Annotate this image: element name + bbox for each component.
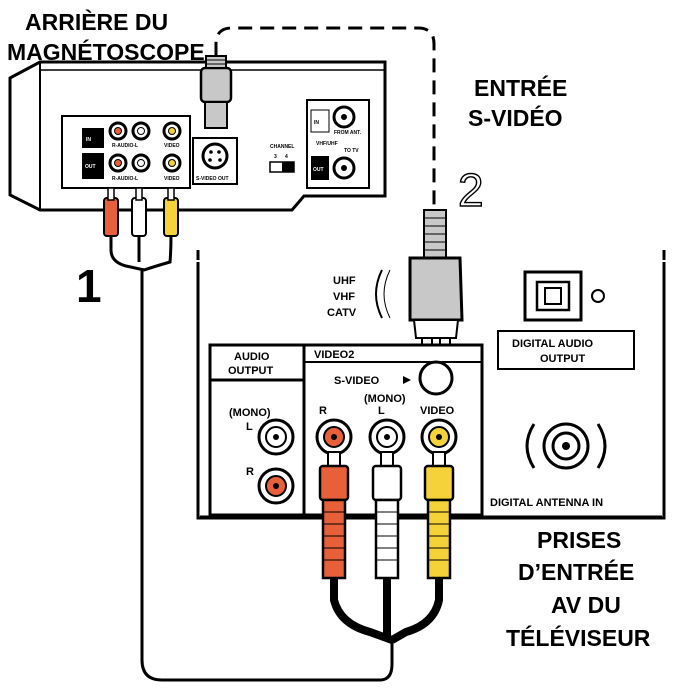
vcr-rear-title-1: ARRIÈRE DU bbox=[25, 8, 168, 35]
vcr-rf-in-label: IN bbox=[314, 120, 319, 126]
tv-inputs-title-4: TÉLÉVISEUR bbox=[506, 624, 651, 651]
vcr-from-ant-label: FROM ANT. bbox=[334, 130, 362, 136]
svideo-input-title-1: ENTRÉE bbox=[474, 74, 567, 101]
vcr-raudio-in-label: R-AUDIO-L bbox=[112, 143, 138, 149]
vcr-video-out-label: VIDEO bbox=[164, 176, 180, 182]
tv-digital-audio-label-1: DIGITAL AUDIO bbox=[512, 338, 594, 350]
vcr-rear-title-2: MAGNÉTOSCOPE bbox=[7, 38, 205, 65]
tv-svideo-plug bbox=[408, 209, 464, 344]
vcr-rca-plugs bbox=[103, 187, 394, 682]
vcr-svideo-plug bbox=[199, 55, 233, 129]
step-2-number: 2 bbox=[458, 164, 484, 216]
tv-rca-plugs bbox=[318, 451, 455, 644]
tv-l-left-label: L bbox=[246, 421, 253, 433]
tv-r-mid-label: R bbox=[319, 405, 327, 417]
tv-video-label: VIDEO bbox=[420, 405, 455, 417]
tv-digital-audio-label-2: OUTPUT bbox=[540, 353, 586, 365]
vcr-video-in-label: VIDEO bbox=[164, 143, 180, 149]
vcr-ch4-label: 4 bbox=[285, 154, 288, 160]
vcr-rf-out-label: OUT bbox=[313, 167, 324, 173]
svideo-arrow-icon bbox=[403, 376, 411, 384]
tv-video2-label: VIDEO2 bbox=[314, 349, 354, 361]
vcr-rear-panel: IN OUT R-AUDIO-L VIDEO R-AUDIO-L VIDEO S… bbox=[8, 60, 387, 212]
tv-catv-label: CATV bbox=[327, 307, 357, 319]
tv-mono-mid-label: (MONO) bbox=[364, 393, 406, 405]
vcr-in-label: IN bbox=[86, 137, 91, 143]
tv-l-mid-label: L bbox=[378, 405, 385, 417]
vcr-vhf-uhf-label: VHF/UHF bbox=[316, 141, 338, 147]
tv-vhf-label: VHF bbox=[333, 291, 355, 303]
vcr-svideo-out-label: S-VIDEO OUT bbox=[196, 176, 229, 182]
tv-r-left-label: R bbox=[246, 466, 254, 478]
tv-mono-left-label: (MONO) bbox=[229, 407, 271, 419]
tv-audio-output-label-1: AUDIO bbox=[234, 351, 270, 363]
vcr-to-tv-label: TO TV bbox=[344, 148, 359, 154]
tv-digital-antenna-label: DIGITAL ANTENNA IN bbox=[490, 497, 603, 509]
vcr-raudio-out-label: R-AUDIO-L bbox=[112, 176, 138, 182]
tv-inputs-title-2: D’ENTRÉE bbox=[518, 558, 634, 585]
svideo-input-title-2: S-VIDÉO bbox=[468, 104, 563, 131]
vcr-out-label: OUT bbox=[85, 164, 96, 170]
tv-inputs-title-1: PRISES bbox=[537, 527, 621, 553]
svideo-cable bbox=[214, 26, 436, 210]
vcr-channel-label: CHANNEL bbox=[270, 144, 294, 150]
tv-svideo-label: S-VIDEO bbox=[334, 375, 380, 387]
tv-inputs-title-3: AV DU bbox=[551, 592, 621, 618]
tv-audio-output-label-2: OUTPUT bbox=[228, 365, 274, 377]
vcr-ch3-label: 3 bbox=[274, 154, 277, 160]
tv-uhf-label: UHF bbox=[333, 275, 356, 287]
step-1-number: 1 bbox=[76, 260, 102, 312]
